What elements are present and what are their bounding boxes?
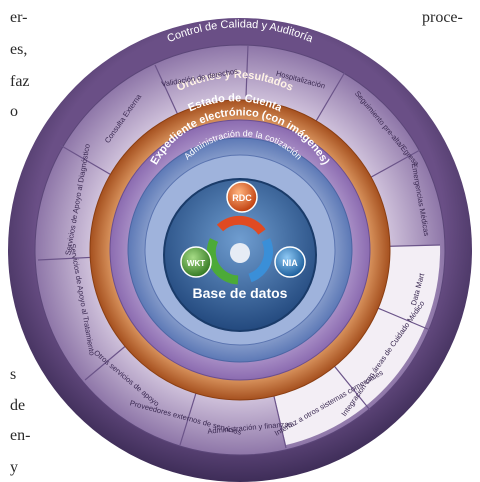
svg-text:WKT: WKT [187, 259, 205, 268]
badge-rdc: RDC [227, 182, 257, 212]
badge-wkt: WKT [181, 247, 211, 277]
svg-text:RDC: RDC [232, 193, 252, 203]
badge-nia: NIA [275, 247, 305, 277]
svg-text:NIA: NIA [282, 258, 298, 268]
center-label: Base de datos [193, 285, 288, 301]
